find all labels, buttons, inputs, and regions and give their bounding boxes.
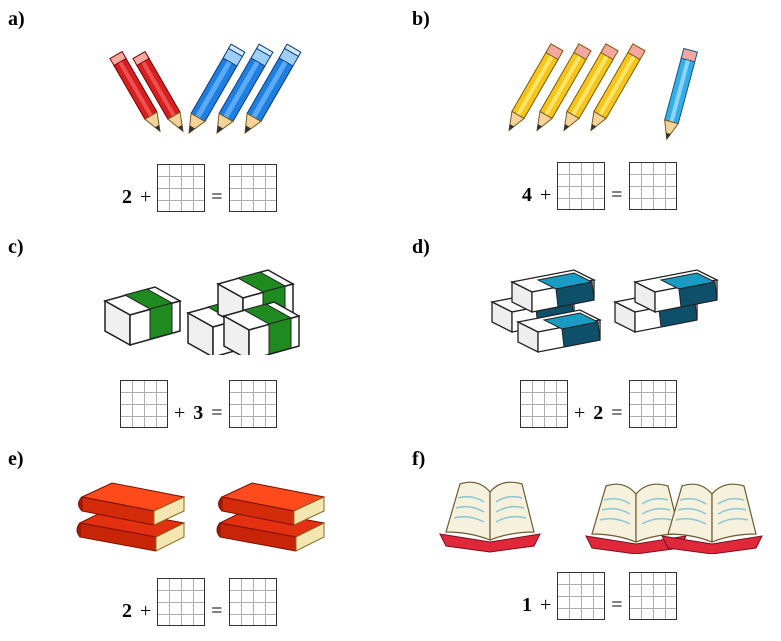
answer-box[interactable] (157, 164, 206, 212)
equation-f: 1 + = (518, 568, 679, 620)
equals-sign: = (611, 402, 623, 424)
label-b: b) (412, 8, 430, 30)
answer-box[interactable] (628, 572, 677, 620)
plus-sign: + (540, 594, 552, 616)
equals-sign: = (611, 184, 623, 206)
addend: 4 (522, 184, 532, 206)
equals-sign: = (211, 600, 223, 622)
label-f: f) (412, 448, 426, 470)
answer-box[interactable] (228, 578, 277, 626)
answer-box[interactable] (628, 162, 677, 210)
equation-e: 2 + = (118, 574, 279, 626)
books-picture-e (76, 482, 325, 552)
addend: 2 (593, 402, 604, 424)
erasers-picture-c (104, 269, 300, 355)
plus-sign: + (140, 186, 152, 208)
plus-sign: + (540, 184, 552, 206)
addend: 1 (522, 594, 532, 616)
answer-box[interactable] (228, 164, 277, 212)
label-c: c) (8, 236, 24, 258)
equation-d: + 2 = (518, 376, 679, 428)
answer-box[interactable] (557, 162, 606, 210)
plus-sign: + (140, 600, 152, 622)
pencils-picture-b (502, 43, 698, 142)
equation-a: 2 + = (118, 160, 279, 212)
pencils-picture-a (109, 43, 302, 138)
answer-box[interactable] (520, 380, 568, 428)
books-picture-f (439, 481, 763, 554)
label-a: a) (8, 8, 25, 30)
teal-eraser-icon (511, 269, 595, 313)
answer-box[interactable] (557, 572, 606, 620)
plus-sign: + (174, 402, 186, 424)
answer-box[interactable] (628, 380, 677, 428)
label-d: d) (412, 236, 430, 258)
teal-eraser-icon (634, 269, 718, 313)
addend: 2 (122, 600, 132, 622)
equation-b: 4 + = (518, 158, 679, 210)
book-stack-icon (216, 482, 325, 552)
equals-sign: = (211, 402, 223, 424)
book-stack-icon (76, 482, 185, 552)
green-eraser-icon (104, 286, 181, 346)
addend: 3 (193, 402, 204, 424)
label-e: e) (8, 448, 24, 470)
plus-sign: + (574, 402, 586, 424)
answer-box[interactable] (157, 578, 206, 626)
open-book-icon (661, 483, 763, 554)
blue-pencil-icon (659, 48, 698, 142)
equation-c: + 3 = (118, 376, 279, 428)
equals-sign: = (611, 594, 623, 616)
answer-box[interactable] (228, 380, 277, 428)
answer-box[interactable] (120, 380, 168, 428)
equals-sign: = (211, 186, 223, 208)
erasers-picture-d (491, 269, 718, 353)
open-book-icon (439, 481, 541, 553)
addend: 2 (122, 186, 132, 208)
